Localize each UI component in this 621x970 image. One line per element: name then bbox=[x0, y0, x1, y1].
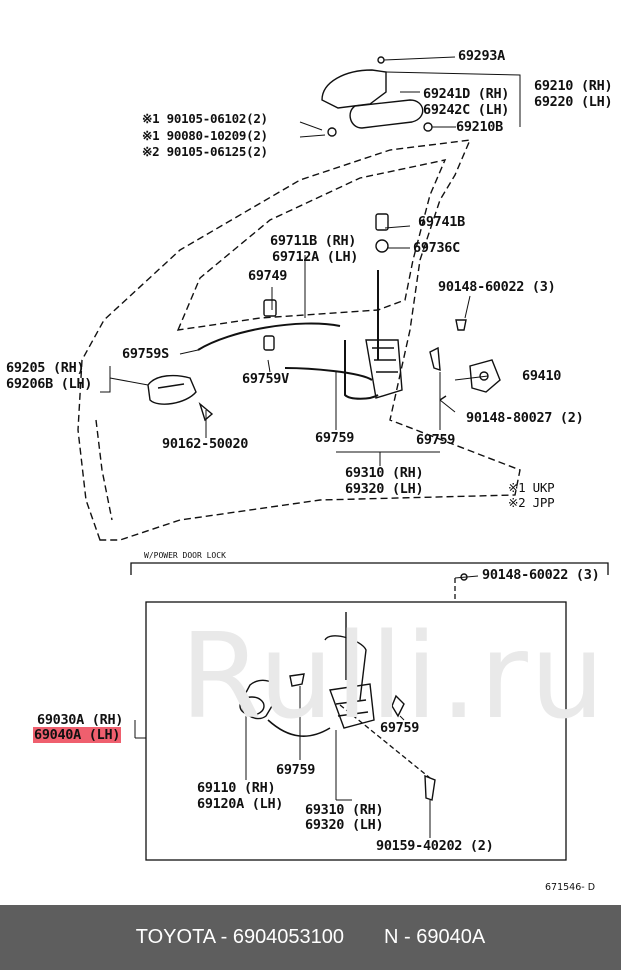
highlight-69040a: 69040A (LH) bbox=[33, 727, 122, 743]
part-label-69220: 69220 (LH) bbox=[534, 94, 613, 110]
pl-screw-label-40202: 90159-40202 (2) bbox=[376, 838, 494, 854]
pl-part-label-69030a: 69030A (RH) bbox=[37, 712, 124, 728]
bolt-label-3: ※2 90105-06125(2) bbox=[142, 144, 268, 159]
door-outline bbox=[77, 139, 521, 541]
footer-diagram-code: N - 69040A bbox=[384, 926, 486, 948]
part-label-69759v: 69759V bbox=[242, 371, 289, 387]
watermark: Rulli.ru bbox=[180, 607, 607, 745]
bolt-label-2: ※1 90080-10209(2) bbox=[142, 128, 268, 143]
note-jpp: ※2 JPP bbox=[508, 495, 555, 510]
power-lock-frame bbox=[130, 562, 609, 861]
part-footer-bar: TOYOTA - 6904053100 N - 69040A bbox=[0, 905, 621, 970]
part-label-69310: 69310 (RH) bbox=[345, 465, 424, 481]
pl-part-label-69759-a: 69759 bbox=[380, 720, 420, 736]
pl-part-label-69040a-highlighted: 69040A (LH) bbox=[33, 727, 122, 743]
pl-part-label-69110: 69110 (RH) bbox=[197, 780, 276, 796]
bolt-label-1: ※1 90105-06102(2) bbox=[142, 111, 268, 126]
striker bbox=[439, 359, 501, 401]
part-label-69320: 69320 (LH) bbox=[345, 481, 424, 497]
part-label-69759-a: 69759 bbox=[315, 430, 355, 446]
exploded-parts-diagram bbox=[77, 56, 609, 861]
pl-part-label-69120a: 69120A (LH) bbox=[197, 796, 284, 812]
pl-part-label-69310: 69310 (RH) bbox=[305, 802, 384, 818]
part-label-69712a: 69712A (LH) bbox=[272, 249, 359, 265]
pl-part-label-69320: 69320 (LH) bbox=[305, 817, 384, 833]
part-label-69736c: 69736C bbox=[413, 240, 460, 256]
screw-label-50020: 90162-50020 bbox=[162, 436, 249, 452]
pl-part-label-69759-b: 69759 bbox=[276, 762, 316, 778]
power-lock-parts bbox=[239, 573, 468, 801]
part-label-69241d: 69241D (RH) bbox=[423, 86, 510, 102]
part-label-69759-b: 69759 bbox=[416, 432, 456, 448]
footer-brand-part-number: TOYOTA - 6904053100 bbox=[135, 926, 345, 948]
inside-handle bbox=[147, 374, 214, 422]
note-ukp: ※1 UKP bbox=[508, 480, 555, 495]
screw-label-80027: 90148-80027 (2) bbox=[466, 410, 584, 426]
leader-lines bbox=[100, 56, 521, 466]
part-label-69711b: 69711B (RH) bbox=[270, 233, 357, 249]
part-label-69206b: 69206B (LH) bbox=[6, 376, 93, 392]
pl-screw-label-60022: 90148-60022 (3) bbox=[482, 567, 600, 583]
part-label-69210: 69210 (RH) bbox=[534, 78, 613, 94]
part-label-69210b: 69210B bbox=[456, 119, 503, 135]
part-label-69293a: 69293A bbox=[458, 48, 505, 64]
diagram-reference-number: 671546- D bbox=[545, 882, 596, 893]
power-lock-leaders bbox=[245, 686, 431, 838]
part-label-69410: 69410 bbox=[522, 368, 562, 384]
part-label-69741b: 69741B bbox=[418, 214, 465, 230]
part-label-69242c: 69242C (LH) bbox=[423, 102, 510, 118]
outside-handle bbox=[321, 56, 433, 137]
screw-label-60022: 90148-60022 (3) bbox=[438, 279, 556, 295]
part-label-69749: 69749 bbox=[248, 268, 288, 284]
power-lock-section-title: W/POWER DOOR LOCK bbox=[144, 551, 226, 560]
part-label-69759s: 69759S bbox=[122, 346, 169, 362]
part-label-69205: 69205 (RH) bbox=[6, 360, 85, 376]
door-lock-assembly bbox=[263, 213, 467, 399]
